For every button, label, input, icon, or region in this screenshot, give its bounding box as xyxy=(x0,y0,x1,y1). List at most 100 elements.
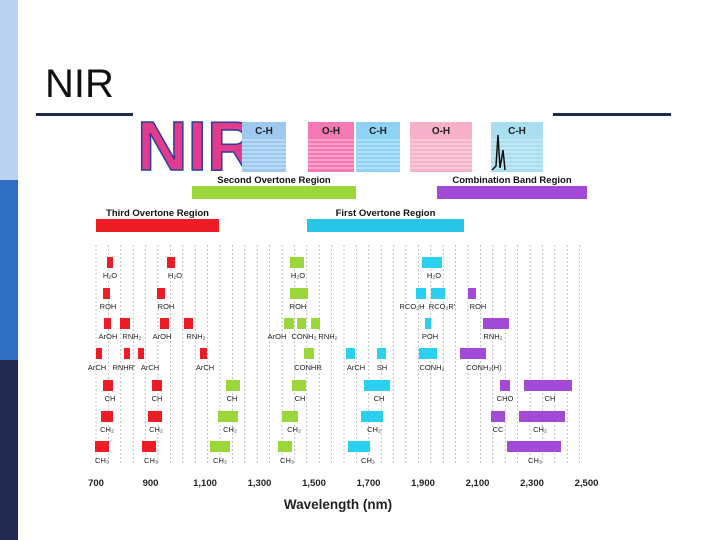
band-label: H₂O xyxy=(103,271,117,280)
band-bar xyxy=(311,318,320,329)
header-box-label: C-H xyxy=(508,126,526,137)
tick-label: 1,300 xyxy=(248,478,272,489)
band-bar xyxy=(120,318,130,329)
band-bar xyxy=(425,318,431,329)
band-label: CC xyxy=(493,425,504,434)
band-label: ArCH xyxy=(196,363,214,372)
band-label: RNH₂ xyxy=(318,332,337,341)
band-bar xyxy=(160,318,169,329)
header-box: C-H xyxy=(242,122,286,172)
band-label: POH xyxy=(422,332,438,341)
header-logo: NIR xyxy=(136,104,258,186)
band-bar xyxy=(107,257,113,268)
band-bar xyxy=(284,318,294,329)
band-label: CH₂ xyxy=(367,425,381,434)
tick-label: 1,100 xyxy=(193,478,217,489)
band-bar xyxy=(96,348,102,359)
band-bar xyxy=(304,348,314,359)
band-bar xyxy=(167,257,175,268)
band-label: RCO₂H xyxy=(400,302,425,311)
band-label: CH xyxy=(545,394,556,403)
band-bar xyxy=(138,348,144,359)
band-bar xyxy=(218,411,238,422)
band-label: RNH₂ xyxy=(483,332,502,341)
band-label: RCO₂R' xyxy=(429,302,456,311)
band-bar xyxy=(104,318,111,329)
band-bar xyxy=(292,380,306,391)
band-bar xyxy=(422,257,442,268)
band-label: CH₃ xyxy=(528,456,542,465)
side-accent-strip xyxy=(0,0,18,540)
tick-label: 2,100 xyxy=(466,478,490,489)
band-bar xyxy=(103,380,113,391)
band-label: ArCH xyxy=(88,363,106,372)
slide-title: NIR xyxy=(45,62,114,106)
band-bar xyxy=(416,288,426,299)
band-label: CH₂ xyxy=(533,425,547,434)
band-bar xyxy=(483,318,509,329)
x-axis-label: Wavelength (nm) xyxy=(284,497,392,512)
band-bar xyxy=(500,380,510,391)
band-bar xyxy=(184,318,193,329)
band-label: CONHR xyxy=(294,363,322,372)
band-label: CONH₂ xyxy=(292,332,317,341)
band-bar xyxy=(419,348,437,359)
band-label: CONH₂ xyxy=(420,363,445,372)
band-label: CH₂ xyxy=(223,425,237,434)
tick-label: 1,900 xyxy=(411,478,435,489)
band-bar xyxy=(103,288,110,299)
band-bar xyxy=(491,411,505,422)
band-bar xyxy=(95,441,109,452)
header-box-label: O-H xyxy=(322,126,340,137)
logo-text: NIR xyxy=(137,107,258,185)
band-label: CH xyxy=(295,394,306,403)
band-bar xyxy=(431,288,445,299)
header-box: O-H xyxy=(308,122,354,172)
band-bar xyxy=(346,348,355,359)
band-bar xyxy=(297,318,306,329)
band-label: CH xyxy=(374,394,385,403)
band-label: ROH xyxy=(100,302,117,311)
band-label: CH₃ xyxy=(95,456,109,465)
band-label: CH xyxy=(152,394,163,403)
band-bar xyxy=(524,380,572,391)
tick-label: 2,500 xyxy=(575,478,599,489)
band-label: CH₃ xyxy=(213,456,227,465)
tick-label: 2,300 xyxy=(520,478,544,489)
band-label: ArCH xyxy=(141,363,159,372)
band-label: ArOH xyxy=(153,332,172,341)
band-bar xyxy=(290,288,308,299)
band-label: ROH xyxy=(470,302,487,311)
region-bar xyxy=(192,186,356,199)
band-label: CHO xyxy=(497,394,514,403)
band-label: RNH₂ xyxy=(186,332,205,341)
band-bar xyxy=(278,441,292,452)
band-bar xyxy=(124,348,130,359)
band-label: CH xyxy=(227,394,238,403)
title-rule-left xyxy=(36,113,133,116)
spectrum-trace xyxy=(491,134,506,171)
band-bar xyxy=(519,411,565,422)
band-label: ROH xyxy=(290,302,307,311)
tick-label: 1,500 xyxy=(302,478,326,489)
tick-label: 700 xyxy=(88,478,104,489)
band-bar xyxy=(468,288,476,299)
header-box-label: O-H xyxy=(432,126,450,137)
band-label: ROH xyxy=(158,302,175,311)
tick-label: 900 xyxy=(143,478,159,489)
band-label: CH₃ xyxy=(361,456,375,465)
tick-label: 1,700 xyxy=(357,478,381,489)
band-bar xyxy=(361,411,383,422)
region-bar xyxy=(437,186,587,199)
band-bar xyxy=(200,348,207,359)
band-label: SH xyxy=(377,363,387,372)
band-label: CH₃ xyxy=(280,456,294,465)
band-bar xyxy=(282,411,298,422)
band-label: ArOH xyxy=(99,332,118,341)
title-rule-right xyxy=(553,113,671,116)
region-label: Third Overtone Region xyxy=(106,208,209,219)
band-label: CH xyxy=(105,394,116,403)
region-bar xyxy=(307,219,464,232)
region-label: Combination Band Region xyxy=(452,175,571,186)
